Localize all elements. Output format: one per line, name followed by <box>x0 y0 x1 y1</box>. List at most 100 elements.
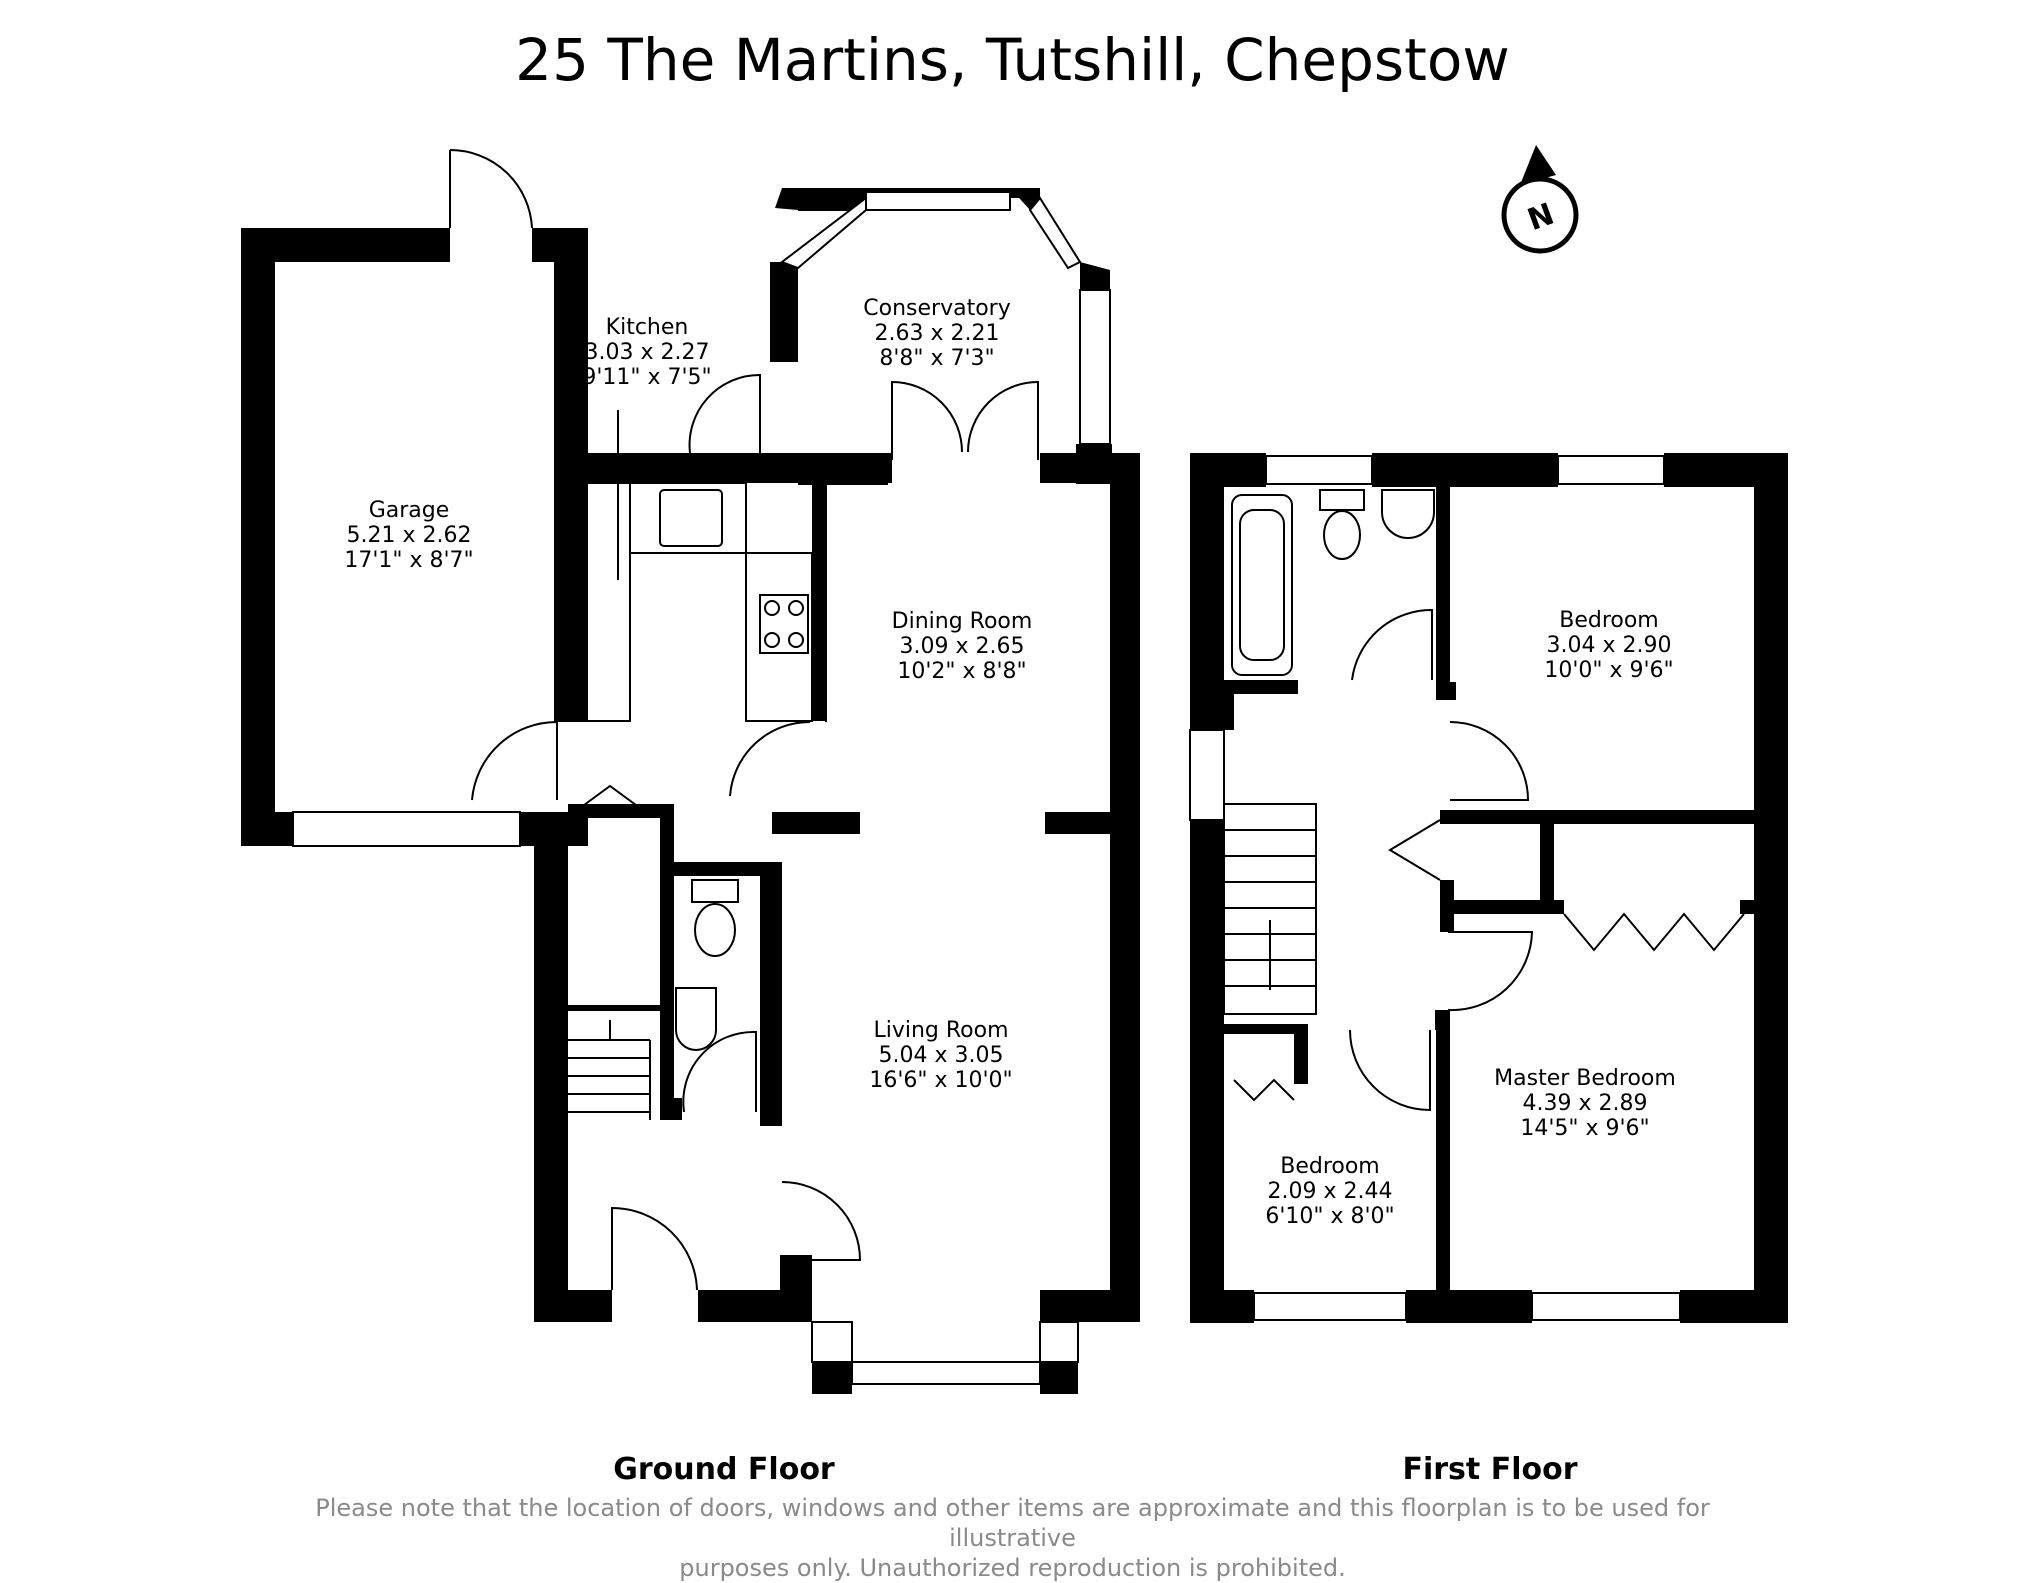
garage-internal-door <box>471 720 558 801</box>
conservatory-east-post <box>1080 262 1110 290</box>
room-imperial: 6'10" x 8'0" <box>1265 1204 1395 1229</box>
garage-side-door <box>449 148 533 229</box>
hall-door-arrow <box>579 784 641 809</box>
disclaimer-line-1: Please note that the location of doors, … <box>315 1494 1710 1552</box>
room-conservatory: Conservatory 2.63 x 2.21 8'8" x 7'3" <box>807 296 1067 371</box>
wc-basin <box>675 987 717 1051</box>
room-bedroom-2: Bedroom 2.09 x 2.44 6'10" x 8'0" <box>1200 1154 1460 1229</box>
room-metric: 4.39 x 2.89 <box>1522 1091 1648 1116</box>
hob-ring-icon <box>764 600 780 616</box>
ground-floor-details <box>449 148 1111 1385</box>
compass-label: N <box>1523 197 1559 238</box>
conservatory-french-door-right <box>967 380 1039 460</box>
wardrobe-doors <box>1563 912 1745 952</box>
wc-cistern <box>691 879 739 903</box>
room-imperial: 10'2" x 8'8" <box>897 659 1027 684</box>
kitchen-counter-top <box>629 482 747 554</box>
south-wall-1 <box>534 1290 612 1322</box>
ff-north-wall-1 <box>1190 453 1266 487</box>
bay-side-window-left <box>811 1321 853 1363</box>
bath-inner <box>1239 509 1285 661</box>
hall-west-wall <box>534 812 568 1322</box>
room-imperial: 9'11" x 7'5" <box>582 365 712 390</box>
ff-window-bedroom <box>1557 455 1665 485</box>
dining-living-wall-right <box>1045 812 1140 834</box>
room-name: Kitchen <box>605 315 689 340</box>
north-arrow-icon: N <box>1501 145 1579 254</box>
ff-window-bathroom <box>1265 455 1373 485</box>
conservatory-window-ne-angled <box>1028 196 1082 270</box>
room-dining: Dining Room 3.09 x 2.65 10'2" x 8'8" <box>832 609 1092 684</box>
bath-east-wall <box>1436 487 1450 682</box>
ff-south-wall-2 <box>1406 1290 1532 1323</box>
kitchen-sink <box>659 489 723 547</box>
ff-wc-cistern <box>1319 489 1365 511</box>
room-metric: 2.63 x 2.21 <box>874 321 1000 346</box>
landing-west-stub <box>1224 694 1234 730</box>
room-metric: 3.04 x 2.90 <box>1546 633 1672 658</box>
ff-window-landing <box>1189 729 1225 821</box>
wc-north-wall <box>660 862 768 876</box>
wc-sw-corner <box>660 1098 682 1120</box>
bath-tub <box>1231 494 1293 676</box>
bath-east-stub <box>1436 682 1456 700</box>
dining-door <box>729 720 811 797</box>
ground-floor-label: Ground Floor <box>613 1452 835 1487</box>
conservatory-nw-corner <box>775 188 866 210</box>
front-door <box>611 1206 698 1291</box>
bay-side-window-right <box>1039 1321 1079 1363</box>
kitchen-north-wall-2 <box>798 459 888 485</box>
toilet-bowl <box>694 903 736 957</box>
conservatory-window-north <box>865 191 1011 211</box>
ff-toilet-bowl <box>1323 510 1361 560</box>
wardrobe-wall <box>1540 824 1554 904</box>
garage-south-wall-left <box>241 812 293 846</box>
room-imperial: 16'6" x 10'0" <box>869 1068 1013 1093</box>
room-name: Bedroom <box>1280 1154 1380 1179</box>
stair-top-rail <box>568 1005 662 1011</box>
room-metric: 2.09 x 2.44 <box>1267 1179 1393 1204</box>
room-metric: 5.04 x 3.05 <box>878 1043 1004 1068</box>
hob-ring-icon <box>788 632 804 648</box>
wc-west-wall <box>660 812 674 1112</box>
ff-window-bedroom2 <box>1253 1292 1407 1321</box>
room-name: Living Room <box>873 1018 1009 1043</box>
ground-east-wall <box>1110 453 1140 1322</box>
hob-ring-icon <box>764 632 780 648</box>
wc-east-wall <box>760 862 782 1126</box>
room-name: Bedroom <box>1559 608 1659 633</box>
bedroom2-north-wall <box>1224 1024 1304 1034</box>
room-metric: 3.03 x 2.27 <box>584 340 710 365</box>
disclaimer-line-2: purposes only. Unauthorized reproduction… <box>679 1554 1346 1582</box>
hall-north-wall <box>568 804 674 818</box>
room-metric: 5.21 x 2.62 <box>346 523 472 548</box>
bathroom-door <box>1351 608 1433 681</box>
conservatory-french-door-left <box>891 380 963 460</box>
bedroom2-door <box>1349 1029 1431 1112</box>
living-room-door <box>781 1181 862 1261</box>
room-imperial: 17'1" x 8'7" <box>344 548 474 573</box>
conservatory-west-wall <box>770 262 798 362</box>
room-name: Master Bedroom <box>1494 1066 1676 1091</box>
first-floor-details <box>1189 455 1745 1321</box>
conservatory-ne-post <box>1010 188 1040 210</box>
master-door <box>1447 931 1534 1012</box>
wc-door <box>682 1030 757 1113</box>
first-floor-plan <box>1190 453 1788 1323</box>
first-floor-label: First Floor <box>1402 1452 1578 1487</box>
room-metric: 3.09 x 2.65 <box>899 634 1025 659</box>
bedroom2-cupboard-doors <box>1233 1078 1295 1102</box>
wardrobe-bottom-wall <box>1440 900 1564 914</box>
room-name: Garage <box>368 498 450 523</box>
master-west-wall <box>1436 1010 1450 1290</box>
ff-north-wall-2 <box>1372 453 1558 487</box>
bedroom2-cupboard-wall <box>1294 1024 1308 1084</box>
landing-east-stub <box>1440 880 1454 932</box>
conservatory-window-east <box>1079 289 1111 445</box>
bay-window <box>851 1361 1041 1385</box>
room-imperial: 14'5" x 9'6" <box>1520 1116 1650 1141</box>
ff-south-wall-1 <box>1190 1290 1254 1323</box>
plan-title: 25 The Martins, Tutshill, Chepstow <box>515 26 1510 94</box>
bedroom-master-wall <box>1440 810 1754 824</box>
